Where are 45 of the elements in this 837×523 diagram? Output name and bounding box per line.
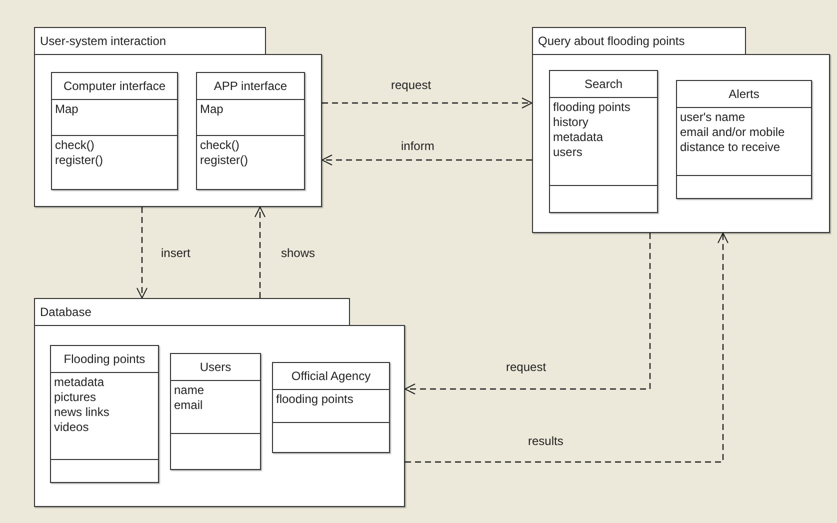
dashed-arrow <box>322 98 532 108</box>
class-box <box>51 72 178 190</box>
attribute: flooding points <box>276 392 354 407</box>
edge-label: request <box>390 78 432 93</box>
package-tab: Database <box>34 298 350 326</box>
package-tab: Query about flooding points <box>532 27 746 55</box>
class-name: Alerts <box>728 86 760 102</box>
attribute: videos <box>54 420 89 435</box>
attribute: Map <box>55 102 78 117</box>
dashed-arrow <box>322 154 532 166</box>
attribute: history <box>553 115 588 130</box>
attribute: pictures <box>54 390 96 405</box>
attribute: metadata <box>54 375 104 390</box>
class-name: Computer interface <box>63 78 166 94</box>
class-name: Official Agency <box>291 368 371 384</box>
operation: register() <box>200 153 248 168</box>
dashed-arrow <box>254 206 266 298</box>
class-box <box>196 72 305 190</box>
attribute: user's name <box>680 110 745 125</box>
class-box <box>549 70 658 213</box>
class-box <box>170 353 261 470</box>
class-name: Search <box>584 76 623 92</box>
dashed-arrow <box>405 232 728 463</box>
attribute: name <box>174 383 204 398</box>
class-box <box>272 362 390 453</box>
attribute: email and/or mobile <box>680 125 785 140</box>
class-name: Users <box>200 360 232 374</box>
class-box <box>50 345 159 483</box>
class-box <box>676 80 812 199</box>
attribute: Map <box>200 102 224 117</box>
class-name: Flooding points <box>64 352 146 366</box>
package-tab: User-system interaction <box>34 27 266 55</box>
edge-label: request <box>505 360 548 375</box>
attribute: news links <box>54 405 110 420</box>
operation: check() <box>55 138 94 153</box>
attribute: flooding points <box>553 100 630 115</box>
dashed-arrow <box>404 233 651 394</box>
dashed-arrow <box>136 207 148 298</box>
attribute: email <box>174 398 203 413</box>
operation: register() <box>55 153 104 168</box>
operation: check() <box>200 138 240 153</box>
attribute: users <box>553 145 582 160</box>
attribute: metadata <box>553 130 604 145</box>
attribute: distance to receive <box>680 140 780 155</box>
class-name: APP interface <box>214 78 288 94</box>
